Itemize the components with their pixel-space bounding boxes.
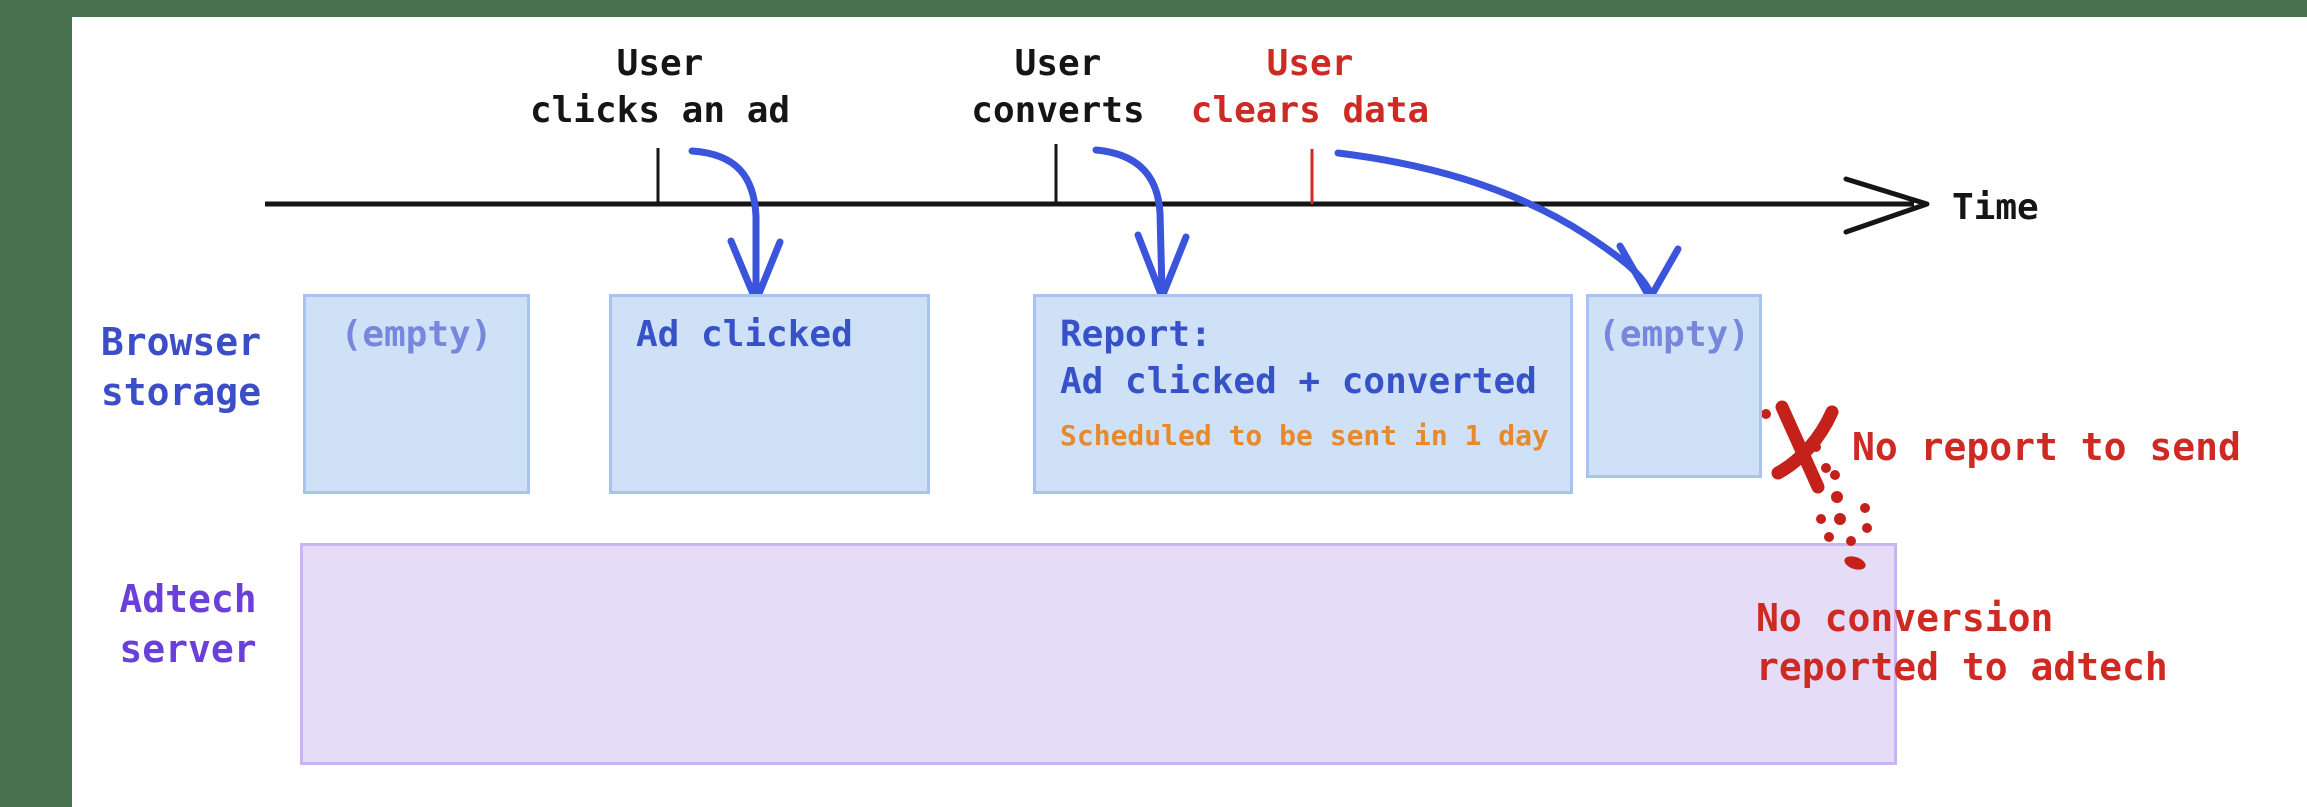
report-title: Report: bbox=[1060, 314, 1212, 355]
storage-box-ad-clicked: Ad clicked bbox=[609, 294, 930, 494]
green-border-left bbox=[0, 0, 72, 807]
no-report-label: No report to send bbox=[1852, 425, 2241, 469]
arrow-clear-to-storage-icon bbox=[1334, 149, 1654, 296]
time-axis-label: Time bbox=[1952, 187, 2039, 228]
storage-box-text: (empty) bbox=[340, 314, 493, 355]
report-detail: Ad clicked + converted bbox=[1060, 361, 1537, 402]
arrow-click-to-storage-icon bbox=[688, 147, 760, 299]
storage-box-empty-1: (empty) bbox=[303, 294, 530, 494]
time-arrowhead-icon bbox=[1843, 176, 1930, 235]
green-border-top bbox=[0, 0, 2307, 17]
storage-box-text: (empty) bbox=[1598, 314, 1750, 355]
arrow-clear-head-icon bbox=[1616, 242, 1682, 302]
storage-box-report: Report: Ad clicked + converted Scheduled… bbox=[1033, 294, 1573, 494]
report-schedule-note: Scheduled to be sent in 1 day bbox=[1060, 419, 1549, 452]
dotted-trail-icon bbox=[1816, 463, 1872, 570]
storage-box-text: Ad clicked bbox=[636, 314, 853, 355]
adtech-server-box bbox=[300, 543, 1897, 765]
storage-box-empty-2: (empty) bbox=[1586, 294, 1762, 478]
arrow-convert-to-storage-icon bbox=[1092, 146, 1166, 295]
timeline-axis bbox=[265, 144, 1930, 235]
x-mark-icon bbox=[1761, 400, 1839, 494]
